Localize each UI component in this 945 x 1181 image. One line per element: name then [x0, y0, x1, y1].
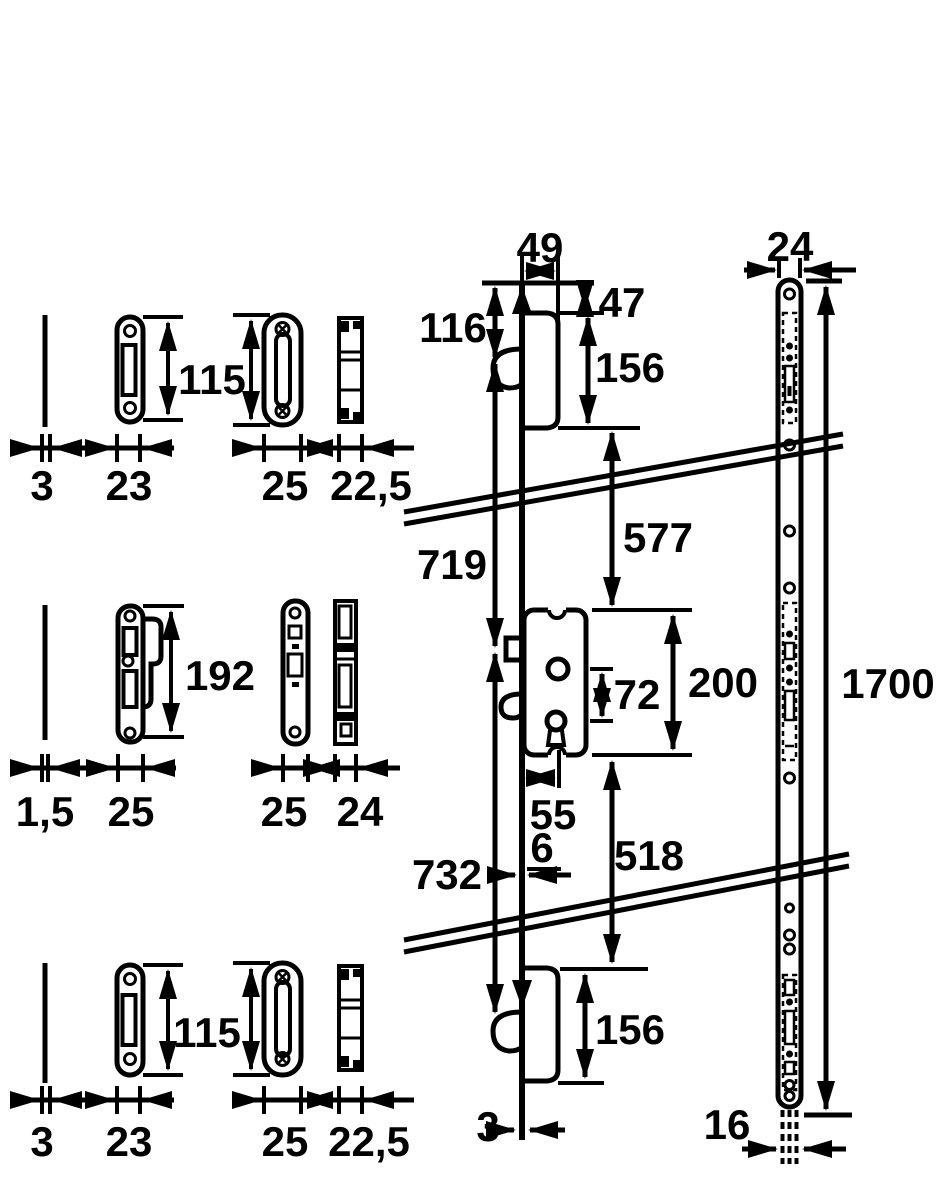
dim-label-72: 72 [614, 671, 661, 718]
screw-hole [784, 902, 795, 914]
dim-label-plate-width: 25 [108, 788, 155, 835]
faceplate-dim-arrow-bottom [512, 980, 532, 1008]
dim-label-200: 200 [688, 659, 758, 706]
dim-label-577: 577 [623, 514, 693, 561]
dim-label-55: 55 [530, 791, 577, 838]
screw-hole [783, 524, 796, 538]
lower-lock-case [524, 965, 561, 1084]
dim-label-156-top: 156 [595, 344, 665, 391]
rail-cassette-3 [781, 973, 798, 1092]
dim-label-keep-width: 25 [262, 462, 309, 509]
screw-hole [783, 287, 796, 301]
dim-label-case-depth: 49 [517, 224, 564, 271]
espagnolette-rail: 24 1700 16 [704, 223, 935, 1164]
rail-tip-dashed-extension [780, 1110, 799, 1164]
dim-label-side-width: 22,5 [330, 462, 412, 509]
keep-plate-front [233, 960, 304, 1078]
dim-label-side-width: 24 [337, 788, 384, 835]
dim-label-116: 116 [419, 304, 487, 351]
main-lock-case [498, 607, 692, 758]
handle-follower-hole [545, 656, 571, 682]
screw-hole [783, 1079, 796, 1091]
dim-label-height-192: 192 [185, 652, 255, 699]
dim-label-spacer: 3 [30, 1118, 53, 1165]
dim-label-518: 518 [614, 832, 684, 879]
dim-label-719: 719 [417, 541, 487, 588]
dimension-6: 6 [487, 824, 571, 884]
dim-label-height-115: 115 [178, 356, 246, 403]
strike-group-middle: 192 [10, 598, 400, 835]
lock-rail-assembly: 49 116 719 732 47 156 577 [412, 224, 758, 1150]
dim-label-24: 24 [767, 223, 814, 270]
dimension-3-bottom: 3 [476, 1103, 565, 1150]
screw-hole [783, 771, 796, 785]
dim-label-156-bottom: 156 [595, 1006, 665, 1053]
upper-lock-case [524, 310, 561, 431]
strike-group-top: 115 [10, 312, 414, 509]
screw-hole [783, 1090, 796, 1102]
height-dimension-115: 115 [143, 963, 241, 1077]
dim-label-3: 3 [476, 1103, 499, 1150]
deadbolt [503, 635, 525, 663]
faceplate-dim-arrow-top [512, 286, 532, 314]
keep-plate-front [233, 312, 304, 428]
dim-label-16: 16 [704, 1101, 751, 1148]
dimension-16: 16 [704, 1101, 846, 1158]
height-dimension-115: 115 [143, 315, 246, 422]
dimension-518: 518 [560, 760, 684, 971]
width-dimensions-row: 1,5 25 25 24 [10, 754, 400, 835]
dimension-72: 72 [590, 667, 661, 723]
dim-label-plate-width: 23 [106, 1118, 153, 1165]
dimension-1700: 1700 [804, 278, 935, 1118]
rail-cassette-2 [781, 601, 798, 762]
height-dimension-192: 192 [143, 604, 255, 739]
dim-label-spacer: 1,5 [16, 788, 74, 835]
dimension-55: 55 [525, 750, 577, 838]
dimension-156-top: 156 [558, 316, 665, 430]
rail-cassette-1 [781, 311, 798, 425]
dim-label-height-115: 115 [173, 1009, 241, 1056]
strike-plate-front [114, 314, 146, 425]
dim-label-47: 47 [599, 279, 646, 326]
dim-label-spacer: 3 [30, 462, 53, 509]
lower-latch-hook [490, 1009, 524, 1054]
dimension-49: 49 [517, 224, 564, 323]
strike-group-bottom: 115 [10, 960, 414, 1165]
dimension-577: 577 [603, 431, 693, 607]
dimension-200: 200 [664, 614, 758, 751]
dimension-156-bottom: 156 [558, 973, 665, 1085]
keep-plate-side [337, 964, 364, 1072]
dim-label-6: 6 [530, 824, 553, 871]
dim-label-plate-width: 23 [106, 462, 153, 509]
keyhole [544, 709, 568, 747]
dimension-47: 47 [560, 279, 645, 326]
keep-plate-front [280, 598, 311, 747]
screw-hole [783, 928, 796, 942]
dim-label-keep-width: 25 [261, 788, 308, 835]
rail-outline [775, 277, 804, 1110]
upper-latch-hook [490, 346, 524, 391]
width-dimensions-row: 3 23 25 22,5 [10, 1086, 414, 1165]
keep-plate-side [333, 599, 358, 746]
chain-dimension-line: 116 719 732 [412, 286, 504, 1014]
strike-plate-latch-front [115, 603, 164, 745]
dim-label-keep-width: 25 [262, 1118, 309, 1165]
width-dimensions-row: 3 23 25 22,5 [10, 434, 414, 509]
break-line-lower [403, 851, 850, 955]
screw-hole [783, 942, 796, 956]
keep-plate-side [337, 316, 364, 424]
break-line-upper [403, 431, 844, 527]
dimension-24: 24 [744, 223, 856, 279]
strike-plate-front [114, 962, 146, 1078]
screw-hole [783, 581, 796, 595]
dim-label-732: 732 [412, 851, 482, 898]
dim-label-side-width: 22,5 [328, 1118, 410, 1165]
dim-label-1700: 1700 [841, 660, 934, 707]
center-latch-hook [498, 691, 524, 721]
